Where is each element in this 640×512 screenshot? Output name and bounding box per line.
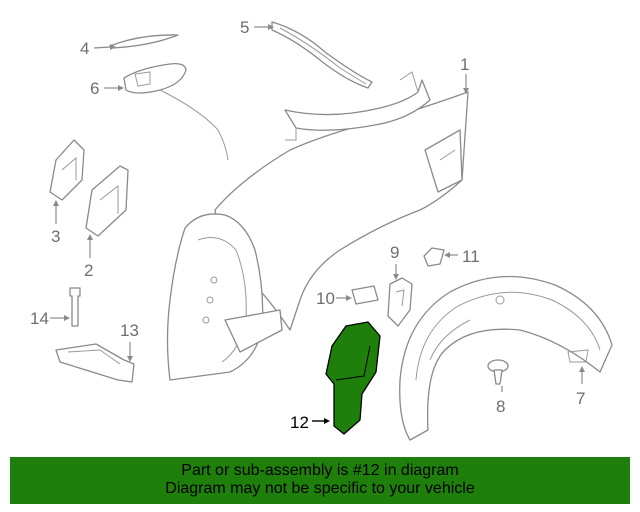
info-banner-line-2: Diagram may not be specific to your vehi…: [165, 480, 475, 497]
svg-text:3: 3: [51, 227, 60, 246]
callout-2: 2: [84, 234, 93, 280]
svg-text:7: 7: [576, 389, 585, 408]
callout-8: 8: [496, 386, 505, 416]
svg-text:12: 12: [290, 413, 309, 432]
part-1-quarter-panel: [214, 71, 469, 331]
part-9-bracket: [387, 277, 413, 327]
callout-11: 11: [444, 247, 480, 266]
svg-text:1: 1: [460, 55, 469, 74]
callout-5: 5: [240, 18, 274, 37]
part-14-pin: [69, 287, 81, 327]
callout-9: 9: [390, 243, 399, 280]
part-5-seal: [271, 21, 373, 89]
callout-12: 12: [290, 413, 330, 432]
callout-14: 14: [30, 309, 70, 328]
part-13-bracket: [55, 343, 135, 383]
info-banner-line-1: Part or sub-assembly is #12 in diagram: [181, 462, 459, 479]
part-10-clip: [351, 285, 379, 305]
svg-text:5: 5: [240, 18, 249, 37]
svg-text:9: 9: [390, 243, 399, 262]
callout-6: 6: [90, 79, 124, 98]
info-banner: Part or sub-assembly is #12 in diagram D…: [10, 457, 630, 504]
callout-7: 7: [576, 366, 585, 408]
part-8-push-pin: [487, 359, 509, 385]
svg-text:10: 10: [316, 289, 335, 308]
parts-diagram: 4 5 6 1: [30, 18, 613, 441]
part-2-panel: [85, 165, 129, 237]
svg-text:4: 4: [80, 39, 89, 58]
svg-text:13: 13: [120, 321, 139, 340]
svg-text:6: 6: [90, 79, 99, 98]
part-11-clip: [423, 247, 445, 267]
svg-text:8: 8: [496, 397, 505, 416]
callout-4: 4: [80, 39, 116, 58]
part-3-bracket: [49, 139, 85, 201]
part-4-weatherstrip: [109, 34, 179, 49]
svg-text:2: 2: [84, 261, 93, 280]
svg-text:11: 11: [462, 247, 480, 266]
part-wheel-arch-inner: [166, 213, 283, 381]
callout-1: 1: [460, 55, 469, 94]
callout-10: 10: [316, 289, 352, 308]
part-7-wheelhouse-liner: [399, 275, 613, 441]
part-6-fuel-door: [123, 62, 229, 161]
svg-text:14: 14: [30, 309, 49, 328]
callout-3: 3: [51, 200, 60, 246]
callout-13: 13: [120, 321, 139, 362]
part-12-splash-shield: [325, 321, 381, 435]
